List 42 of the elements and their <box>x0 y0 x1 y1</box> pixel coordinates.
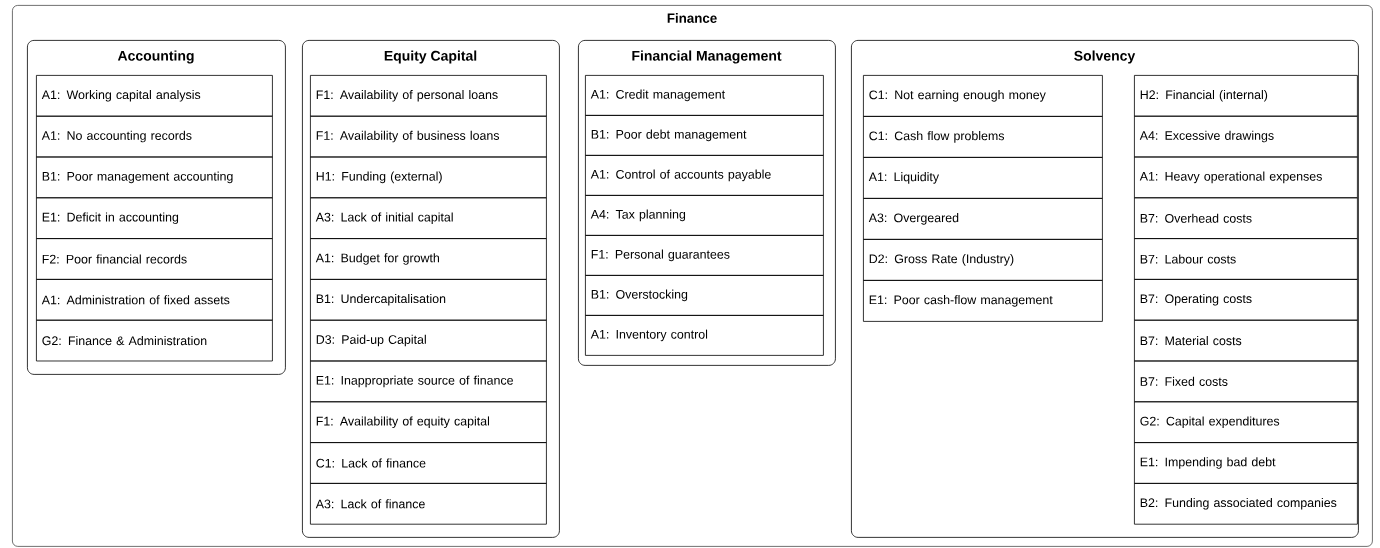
item-box: A1: Control of accounts payable <box>585 155 824 196</box>
item-box: D2: Gross Rate (Industry) <box>863 239 1103 281</box>
item-box: H1: Funding (external) <box>310 156 547 199</box>
item-box: E1: Deficit in accounting <box>36 197 273 239</box>
item-box: B1: Poor management accounting <box>36 156 273 199</box>
item-box: C1: Cash flow problems <box>863 116 1103 158</box>
item-box: D3: Paid-up Capital <box>310 319 547 362</box>
item-box: B1: Undercapitalisation <box>310 279 547 321</box>
item-box: A3: Overgeared <box>863 198 1103 240</box>
item-box: A1: Working capital analysis <box>36 75 273 117</box>
item-box: B1: Poor debt management <box>585 115 824 156</box>
item-box: A1: No accounting records <box>36 115 273 158</box>
item-box: B7: Overhead costs <box>1134 197 1358 239</box>
item-box: E1: Poor cash-flow management <box>863 280 1103 322</box>
item-box: B7: Labour costs <box>1134 238 1358 280</box>
item-box: B1: Overstocking <box>585 275 824 316</box>
item-box: B7: Material costs <box>1134 319 1358 362</box>
item-box: B7: Fixed costs <box>1134 360 1358 403</box>
item-box: E1: Inappropriate source of finance <box>310 360 547 403</box>
item-box: H2: Financial (internal) <box>1134 75 1358 117</box>
item-box: A3: Lack of initial capital <box>310 197 547 239</box>
item-box: A3: Lack of finance <box>310 483 547 525</box>
item-box: C1: Not earning enough money <box>863 75 1103 117</box>
item-box: F2: Poor financial records <box>36 238 273 280</box>
item-box: F1: Availability of personal loans <box>310 75 547 117</box>
item-box: F1: Personal guarantees <box>585 235 824 276</box>
item-box: G2: Capital expenditures <box>1134 401 1358 443</box>
item-box: A4: Excessive drawings <box>1134 115 1358 158</box>
item-box: F1: Availability of equity capital <box>310 401 547 443</box>
item-box: E1: Impending bad debt <box>1134 442 1358 484</box>
item-box: B2: Funding associated companies <box>1134 483 1358 525</box>
item-box: B7: Operating costs <box>1134 279 1358 321</box>
item-box: A1: Heavy operational expenses <box>1134 156 1358 199</box>
item-box: F1: Availability of business loans <box>310 115 547 158</box>
item-box: G2: Finance & Administration <box>36 319 273 362</box>
item-box: A1: Credit management <box>585 75 824 116</box>
item-box: A1: Inventory control <box>585 315 824 356</box>
item-box: A1: Budget for growth <box>310 238 547 280</box>
item-box: C1: Lack of finance <box>310 442 547 484</box>
item-box: A4: Tax planning <box>585 195 824 236</box>
item-box: A1: Liquidity <box>863 157 1103 199</box>
item-box: A1: Administration of fixed assets <box>36 279 273 321</box>
